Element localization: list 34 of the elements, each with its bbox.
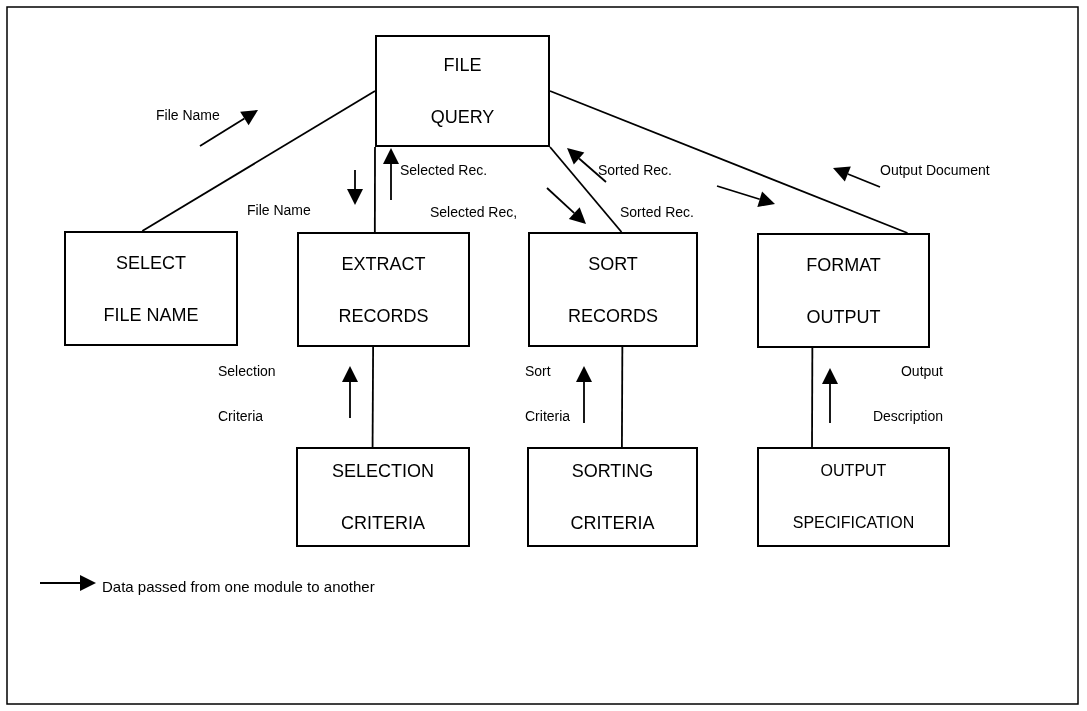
module-name: FILE QUERY (429, 54, 496, 129)
module-name: OUTPUT SPECIFICATION (791, 461, 916, 533)
module-box (757, 447, 950, 547)
module-name: SORTING CRITERIA (569, 460, 656, 535)
connector-line (549, 146, 623, 233)
connector-line (621, 346, 624, 448)
module-name: EXTRACT RECORDS (337, 252, 430, 328)
connector-line (549, 90, 909, 234)
connector-line (141, 90, 376, 232)
connector-line (373, 146, 376, 233)
legend-text: Data passed from one module to another (102, 578, 375, 595)
module-box (757, 233, 930, 348)
data-label: Sort Criteria (525, 362, 572, 426)
connector-line (371, 346, 374, 448)
data-label: Output Document (880, 162, 990, 178)
module-box (297, 232, 470, 347)
data-label: Sorted Rec. (620, 204, 694, 220)
module-box (64, 231, 238, 346)
data-label: Sorted Rec. (598, 162, 672, 178)
module-box (375, 35, 550, 147)
module-box (527, 447, 698, 547)
data-label: Output Description (871, 362, 943, 426)
data-label: Selected Rec, (430, 204, 518, 220)
module-name: SELECTION CRITERIA (331, 460, 435, 535)
connector-line (811, 347, 814, 448)
module-box (296, 447, 470, 547)
data-label: Selected Rec. (400, 162, 488, 178)
module-name: FORMAT OUTPUT (805, 253, 882, 329)
data-label: File Name (156, 107, 220, 123)
module-box (528, 232, 698, 347)
module-name: SELECT FILE NAME (102, 251, 200, 327)
data-label: Selection Criteria (218, 362, 277, 426)
module-name: SORT RECORDS (567, 252, 659, 328)
data-label: File Name (247, 202, 311, 218)
